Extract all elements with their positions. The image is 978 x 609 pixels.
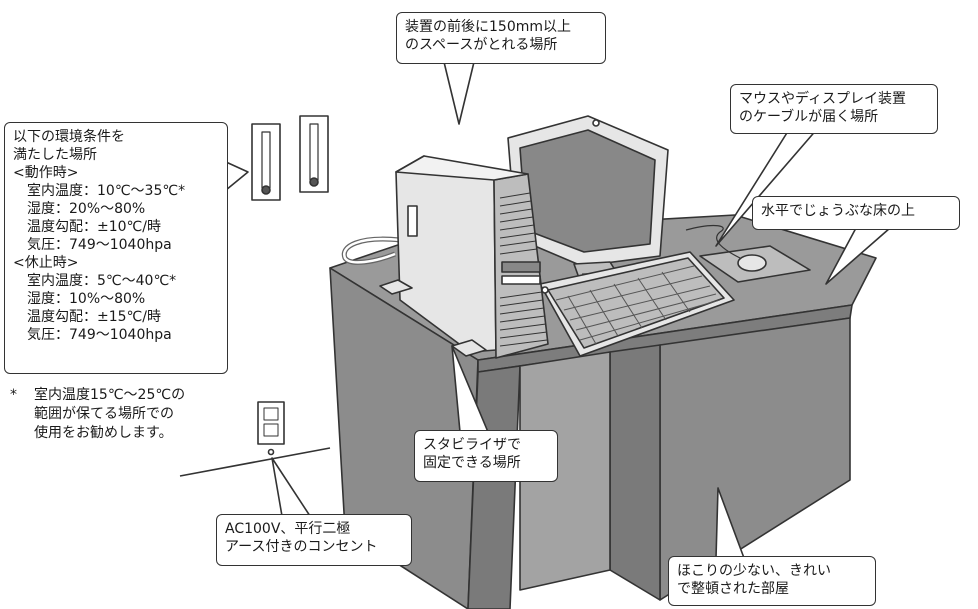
stabilizer-right bbox=[451, 339, 487, 357]
operating-temperature: 室内温度：10℃〜35℃* bbox=[27, 183, 186, 199]
mouse bbox=[737, 254, 767, 272]
callout-outlet-line-1: AC100V、平行二極 bbox=[225, 521, 351, 537]
desk-right-inner bbox=[609, 344, 661, 601]
callout-room-line-2: で整頓された部屋 bbox=[677, 581, 789, 597]
callout-cable: マウスやディスプレイ装置 のケーブルが届く場所 bbox=[730, 84, 938, 134]
operating-temp-gradient: 温度勾配：±10℃/時 bbox=[27, 219, 161, 235]
callout-stabilizer-line-1: スタビライザで bbox=[423, 437, 521, 453]
wall-floor-line bbox=[179, 447, 331, 477]
callout-space-line-2: のスペースがとれる場所 bbox=[405, 37, 558, 53]
resting-temperature: 室内温度：5℃〜40℃* bbox=[27, 273, 177, 289]
callout-stabilizer-line-2: 固定できる場所 bbox=[423, 455, 521, 471]
stabilizer-left bbox=[379, 279, 413, 295]
operating-humidity: 湿度：20%〜80% bbox=[27, 201, 146, 217]
resting-heading: <休止時> bbox=[13, 255, 79, 271]
callout-cable-line-1: マウスやディスプレイ装置 bbox=[739, 91, 907, 107]
mouse-set bbox=[685, 224, 811, 283]
callout-space-line-1: 装置の前後に150mm以上 bbox=[405, 19, 571, 35]
callout-cable-line-2: のケーブルが届く場所 bbox=[739, 109, 879, 125]
wall-outlet bbox=[257, 401, 285, 456]
footnote: * 室内温度15℃〜25℃の 範囲が保てる場所での 使用をお勧めします。 bbox=[10, 386, 185, 443]
environment-intro-2: 満たした場所 bbox=[13, 147, 97, 163]
callout-outlet-line-2: アース付きのコンセント bbox=[225, 539, 378, 555]
callout-room-line-1: ほこりの少ない、きれい bbox=[677, 563, 831, 579]
environment-intro-1: 以下の環境条件を bbox=[13, 129, 125, 145]
resting-temp-gradient: 温度勾配：±15℃/時 bbox=[27, 309, 161, 325]
callout-outlet: AC100V、平行二極 アース付きのコンセント bbox=[216, 514, 412, 566]
footnote-line-1: 室内温度15℃〜25℃の bbox=[34, 387, 186, 403]
callout-floor: 水平でじょうぶな床の上 bbox=[752, 196, 960, 230]
thermometers bbox=[251, 115, 329, 201]
operating-pressure: 気圧：749〜1040hpa bbox=[27, 237, 172, 253]
callout-environment: 以下の環境条件を 満たした場所 <動作時> 室内温度：10℃〜35℃* 湿度：2… bbox=[4, 122, 228, 374]
outlet-pointer bbox=[271, 457, 311, 517]
callout-floor-line-1: 水平でじょうぶな床の上 bbox=[761, 203, 915, 219]
footnote-line-3: 使用をお勧めします。 bbox=[34, 425, 173, 441]
footnote-line-2: 範囲が保てる場所での bbox=[34, 406, 174, 422]
keyboard bbox=[539, 251, 735, 357]
server-handle bbox=[407, 205, 418, 237]
server-top bbox=[395, 155, 529, 181]
callout-room: ほこりの少ない、きれい で整頓された部屋 bbox=[668, 556, 876, 606]
callout-stabilizer: スタビライザで 固定できる場所 bbox=[414, 430, 558, 482]
footnote-marker: * bbox=[10, 387, 17, 403]
server-tower bbox=[379, 155, 549, 359]
resting-humidity: 湿度：10%〜80% bbox=[27, 291, 146, 307]
resting-pressure: 気圧：749〜1040hpa bbox=[27, 327, 172, 343]
operating-heading: <動作時> bbox=[13, 165, 79, 181]
callout-space: 装置の前後に150mm以上 のスペースがとれる場所 bbox=[396, 12, 606, 64]
space-pointer bbox=[443, 61, 475, 125]
environment-pointer bbox=[225, 161, 249, 191]
